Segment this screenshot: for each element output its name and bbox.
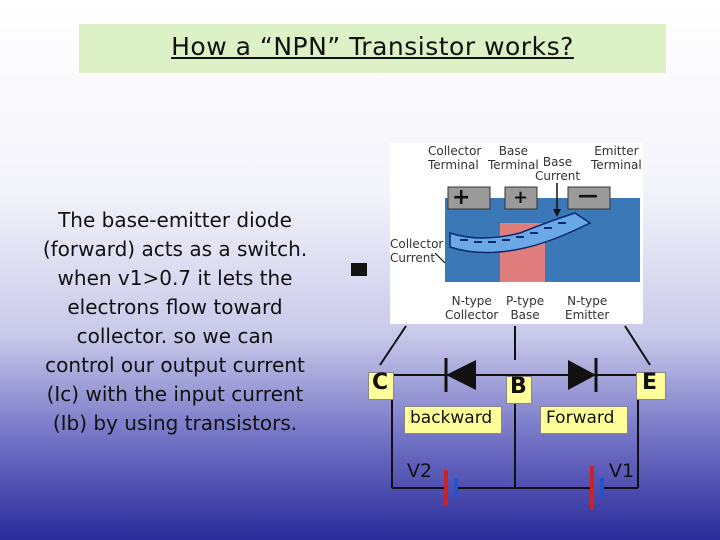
collector-terminal-block (447, 186, 491, 210)
description-line: electrons flow toward (67, 295, 283, 319)
collector-label: C (372, 370, 389, 395)
description-line: (forward) acts as a switch. (42, 237, 308, 261)
emitter-label-box (636, 372, 666, 400)
base-current-arrowhead (553, 209, 561, 217)
description-line: control our output current (45, 353, 305, 377)
bullet-marker (351, 263, 367, 276)
emitter-label: E (642, 370, 658, 395)
description-line: (Ic) with the input current (46, 382, 304, 406)
collector-label-box (368, 372, 394, 400)
forward-label-box (540, 406, 628, 434)
title-banner: How a “NPN” Transistor works? (79, 24, 666, 73)
base-label-box (506, 376, 532, 404)
forward-diode-triangle (568, 360, 596, 390)
description-line: The base-emitter diode (58, 208, 292, 232)
transistor-cross-section (434, 183, 640, 282)
description-line: collector. so we can (76, 324, 274, 348)
collector-current-arrow (434, 252, 446, 264)
wire-emitter-lead (624, 325, 651, 366)
backward-label: backward (410, 408, 493, 428)
wire-collector-lead (379, 325, 407, 366)
v1-label: V1 (609, 460, 635, 482)
emitter-terminal-block (567, 186, 611, 210)
base-label: B (510, 374, 527, 399)
forward-label: Forward (546, 408, 615, 428)
page-title: How a “NPN” Transistor works? (171, 32, 574, 61)
electron-dashes (460, 222, 566, 243)
plus-sign-collector: + (452, 185, 471, 210)
electron-flow-band (449, 212, 592, 254)
plus-sign-base: + (513, 187, 529, 208)
minus-sign-emitter: — (578, 183, 598, 207)
base-terminal-block (504, 186, 538, 210)
backward-label-box (404, 406, 502, 434)
v2-label: V2 (407, 460, 433, 482)
backward-diode-triangle (446, 360, 476, 390)
description-line: when v1>0.7 it lets the (57, 266, 293, 290)
description-line: (Ib) by using transistors. (52, 411, 298, 435)
description-text: The base-emitter diode (forward) acts as… (10, 206, 340, 438)
